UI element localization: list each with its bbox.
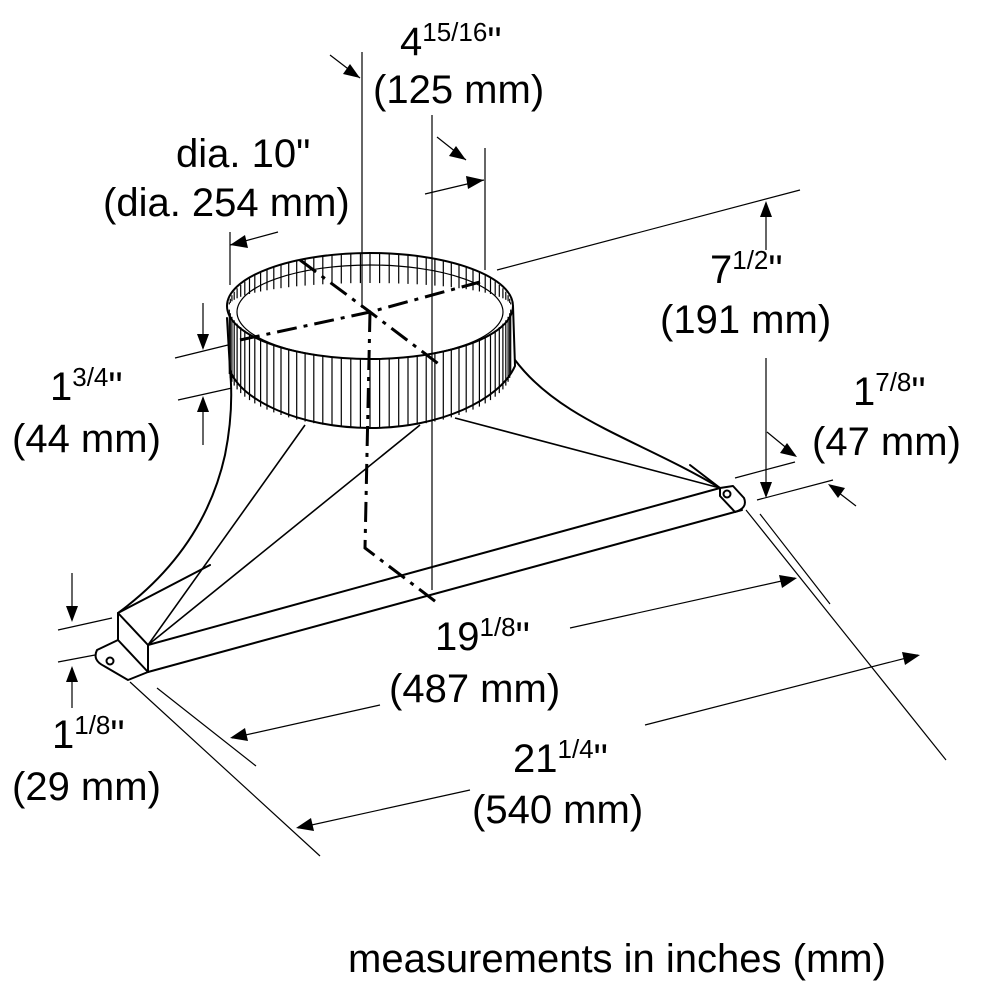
left-transition-side — [117, 369, 233, 614]
collar-center-line-horizontal — [239, 280, 481, 342]
overall-length-imperial: 211/4" — [513, 734, 608, 781]
right-flange-hole — [722, 489, 732, 499]
right-transition-side — [514, 359, 721, 489]
bottom-front-edge-upper — [147, 487, 721, 646]
body-length-metric: (487 mm) — [389, 667, 560, 711]
collar-center-line-diagonal — [299, 258, 441, 367]
diameter-imperial: dia. 10" — [176, 132, 310, 176]
total-height-metric: (191 mm) — [660, 298, 831, 342]
base-back-edge — [117, 564, 211, 614]
crease-line-left — [147, 424, 306, 646]
left-end-face — [117, 612, 149, 673]
flange-depth-imperial: 17/8" — [853, 367, 926, 414]
top-offset-metric: (125 mm) — [373, 68, 544, 112]
left-flange-hole — [105, 656, 115, 666]
collar-center-line-vertical — [363, 311, 441, 607]
overall-length-metric: (540 mm) — [472, 788, 643, 832]
bottom-front-edge — [147, 509, 743, 673]
flange-height-imperial: 11/8" — [52, 710, 125, 757]
measurement-units-note: measurements in inches (mm) — [348, 937, 886, 981]
collar-hatching — [228, 253, 512, 428]
dimension-lines — [57, 52, 947, 857]
flange-depth-metric: (47 mm) — [812, 420, 961, 464]
duct-transition-part — [94, 252, 746, 681]
diameter-metric: (dia. 254 mm) — [103, 181, 350, 225]
total-height-imperial: 71/2" — [710, 245, 783, 292]
crease-line-front — [147, 424, 421, 646]
left-flange-tab — [94, 639, 149, 681]
right-flange-tab — [719, 485, 746, 513]
crease-line-right — [454, 417, 721, 489]
collar-height-metric: (44 mm) — [12, 417, 161, 461]
top-offset-imperial: 415/16" — [400, 17, 502, 64]
flange-height-metric: (29 mm) — [12, 765, 161, 809]
collar-height-imperial: 13/4" — [50, 362, 123, 409]
body-length-imperial: 191/8" — [435, 612, 530, 659]
